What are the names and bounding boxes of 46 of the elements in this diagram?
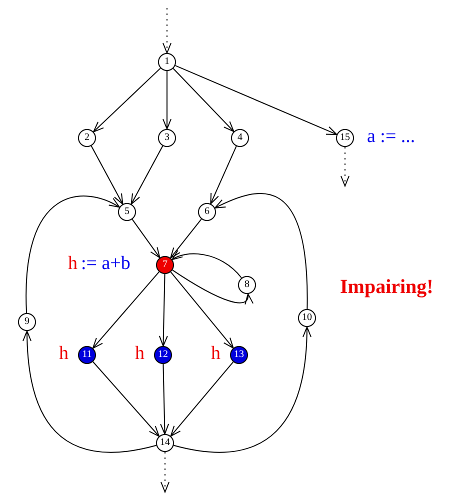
circle-node: 1 xyxy=(158,53,176,71)
circle-node: 8 xyxy=(238,276,256,294)
arrow xyxy=(170,271,234,349)
arrow xyxy=(162,70,172,130)
circle-node: 6 xyxy=(198,203,216,221)
arrow xyxy=(210,146,237,204)
arrow xyxy=(26,196,120,314)
arrow xyxy=(130,145,164,205)
arrow xyxy=(92,361,160,437)
circle-node: 3 xyxy=(158,129,176,147)
circle-node: 15 xyxy=(336,129,354,147)
arrow xyxy=(340,146,350,186)
filled-circle-node: 13 xyxy=(230,346,248,364)
circle-node: 10 xyxy=(298,309,316,327)
annotation-text: h xyxy=(211,344,220,363)
filled-circle-node: 11 xyxy=(78,346,96,364)
annotation-text: h xyxy=(135,344,144,363)
arrow xyxy=(132,218,160,258)
circle-node: 9 xyxy=(18,313,36,331)
annotation-text: h xyxy=(59,344,68,363)
arrow xyxy=(160,452,170,492)
arrow xyxy=(214,193,308,310)
annotation-text: := a+b xyxy=(81,254,130,273)
arrow xyxy=(90,145,124,205)
arrow xyxy=(172,68,234,132)
arrow xyxy=(162,8,172,54)
circle-node: 2 xyxy=(78,129,96,147)
filled-circle-node: 12 xyxy=(154,346,172,364)
circle-node: 5 xyxy=(118,203,136,221)
arrow xyxy=(22,330,157,453)
arrow xyxy=(174,65,338,135)
circle-node: 4 xyxy=(231,129,249,147)
arrow xyxy=(170,361,234,437)
warning-label: Impairing! xyxy=(340,276,434,299)
arrow xyxy=(92,271,160,349)
arrow xyxy=(170,218,202,258)
filled-circle-node: 7 xyxy=(156,256,174,274)
circle-node: 14 xyxy=(156,434,174,452)
arrow xyxy=(173,326,312,453)
arrow xyxy=(93,68,161,132)
arrow xyxy=(172,270,252,305)
annotation-text: h xyxy=(68,254,78,273)
arrow xyxy=(172,250,242,278)
arrow xyxy=(160,364,170,434)
arrow xyxy=(158,274,168,346)
annotation-text: a := ... xyxy=(367,127,416,146)
